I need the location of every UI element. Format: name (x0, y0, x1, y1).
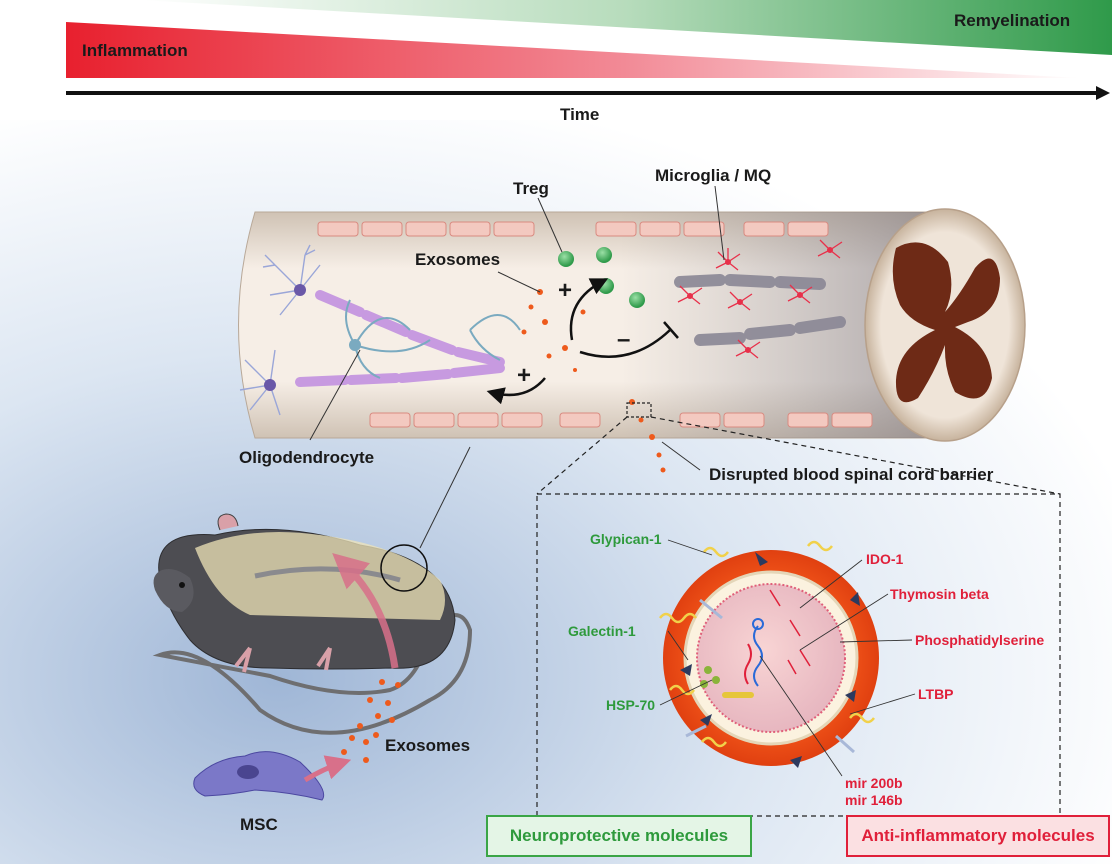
inhibit-bar (663, 321, 679, 339)
neuroprotective-legend-box: Neuroprotective molecules (486, 815, 752, 857)
injected-exosomes (341, 679, 401, 763)
exosome-dots (521, 289, 666, 473)
microglia-label: Microglia / MQ (655, 166, 772, 185)
phosphatidylserine-label: Phosphatidylserine (915, 632, 1045, 648)
inhibit-microglia-line (579, 329, 671, 358)
anti-inflammatory-legend-box: Anti-inflammatory molecules (846, 815, 1110, 857)
grey-matter (892, 242, 1000, 403)
promote-oligo-arrow (486, 377, 546, 405)
treg-label: Treg (513, 179, 549, 198)
mir200b-label: mir 200b (845, 775, 903, 791)
inflammation-wedge (66, 22, 1080, 78)
label-leader-lines (309, 185, 725, 549)
ltbp-label: LTBP (918, 686, 954, 702)
time-axis-label: Time (560, 105, 600, 124)
exosome-detail-illustration (659, 540, 879, 768)
time-axis-arrowhead (1096, 86, 1110, 100)
msc-to-exosome-arrow (303, 755, 352, 783)
treg-cell (598, 278, 614, 294)
remyelination-wedge (140, 0, 1112, 55)
oligo-plus-sign: + (517, 362, 532, 389)
microglia-minus-sign: – (617, 326, 631, 353)
treg-cell (558, 251, 574, 267)
promote-treg-arrow (569, 278, 609, 341)
mouse-exosomes-label: Exosomes (385, 736, 471, 755)
galectin-label: Galectin-1 (568, 623, 636, 639)
oligodendrocyte-label: Oligodendrocyte (239, 448, 375, 467)
zoom-circle (380, 544, 428, 592)
thymosin-label: Thymosin beta (890, 586, 989, 602)
zoom-callout (536, 416, 1061, 817)
mir146b-label: mir 146b (845, 792, 903, 808)
glypican-label: Glypican-1 (590, 531, 662, 547)
msc-label: MSC (240, 815, 278, 834)
tube-exosomes-label: Exosomes (415, 250, 501, 269)
ido1-label: IDO-1 (866, 551, 904, 567)
remyelination-label: Remyelination (954, 11, 1071, 30)
molecule-leader-lines (659, 539, 916, 777)
hsp70-label: HSP-70 (606, 697, 656, 713)
treg-cell (629, 292, 645, 308)
treg-plus-sign: + (558, 277, 573, 304)
zoom-region (626, 402, 652, 418)
msc-cell (193, 751, 325, 801)
spinal-cord-segment (238, 208, 1026, 442)
treg-cell (596, 247, 612, 263)
barrier-label: Disrupted blood spinal cord barrier (709, 465, 994, 484)
inflammation-label: Inflammation (82, 41, 188, 60)
mouse-illustration (152, 513, 473, 735)
